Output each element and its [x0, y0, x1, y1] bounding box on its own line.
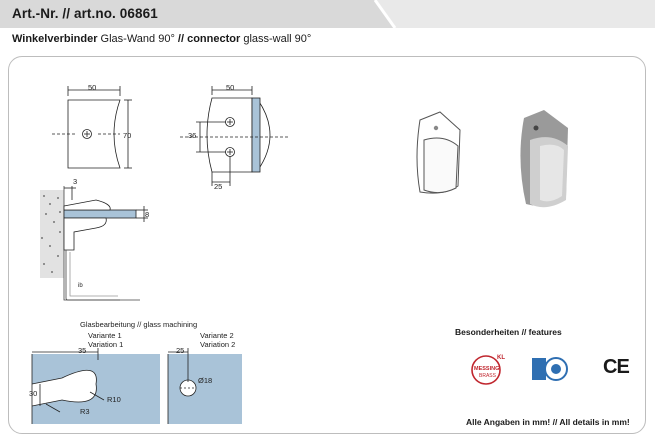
- variant2-dim-width: 25: [176, 346, 185, 355]
- footer-note: Alle Angaben in mm! // All details in mm…: [466, 417, 630, 427]
- article-number: Art.-Nr. // art.no. 06861: [12, 6, 158, 21]
- section-floor-label: ib: [78, 283, 83, 289]
- brass-badge-sub: BRASS: [479, 373, 496, 379]
- product-title: Winkelverbinder Glas-Wand 90° // connect…: [12, 33, 312, 45]
- variant2-drawing: [167, 348, 242, 424]
- variant1-dim-width: 35: [78, 346, 87, 355]
- header-notch: [373, 0, 655, 28]
- variant2-dim-hole: Ø18: [198, 376, 213, 385]
- front-dim-width: 50: [88, 83, 97, 92]
- brass-badge-icon: [471, 355, 501, 385]
- front-dim-height: 70: [123, 131, 132, 140]
- wall-texture: [41, 195, 61, 273]
- side-dim-bottom: 25: [214, 182, 223, 191]
- variant1-dim-height: 30: [29, 389, 38, 398]
- variant2-label-en: Variation 2: [200, 340, 236, 349]
- section-view-drawing: [40, 186, 148, 301]
- front-view-drawing: [52, 86, 132, 169]
- section-dim-wall: 3: [73, 177, 78, 186]
- side-dim-width: 50: [226, 83, 235, 92]
- product-photo-outline: [416, 111, 461, 194]
- ce-mark: CE: [603, 356, 630, 378]
- variant1-radius-inner: R10: [107, 395, 121, 404]
- quality-badge-icon: [532, 357, 568, 381]
- side-view-drawing: [180, 86, 290, 186]
- brass-badge-text: MESSING: [474, 366, 500, 372]
- side-dim-height: 36: [188, 131, 197, 140]
- variant1-label-de: Variante 1: [88, 331, 122, 340]
- glass-machining-title: Glasbearbeitung // glass machining: [80, 320, 198, 329]
- variant1-radius-corner: R3: [80, 407, 90, 416]
- features-title: Besonderheiten // features: [455, 327, 562, 337]
- brass-badge-top: KL: [497, 355, 505, 361]
- variant1-label-en: Variation 1: [88, 340, 124, 349]
- variant1-drawing: [31, 348, 160, 424]
- variant2-label-de: Variante 2: [200, 331, 234, 340]
- product-photo-shaded: [520, 110, 568, 208]
- section-dim-glass: 8: [145, 210, 150, 219]
